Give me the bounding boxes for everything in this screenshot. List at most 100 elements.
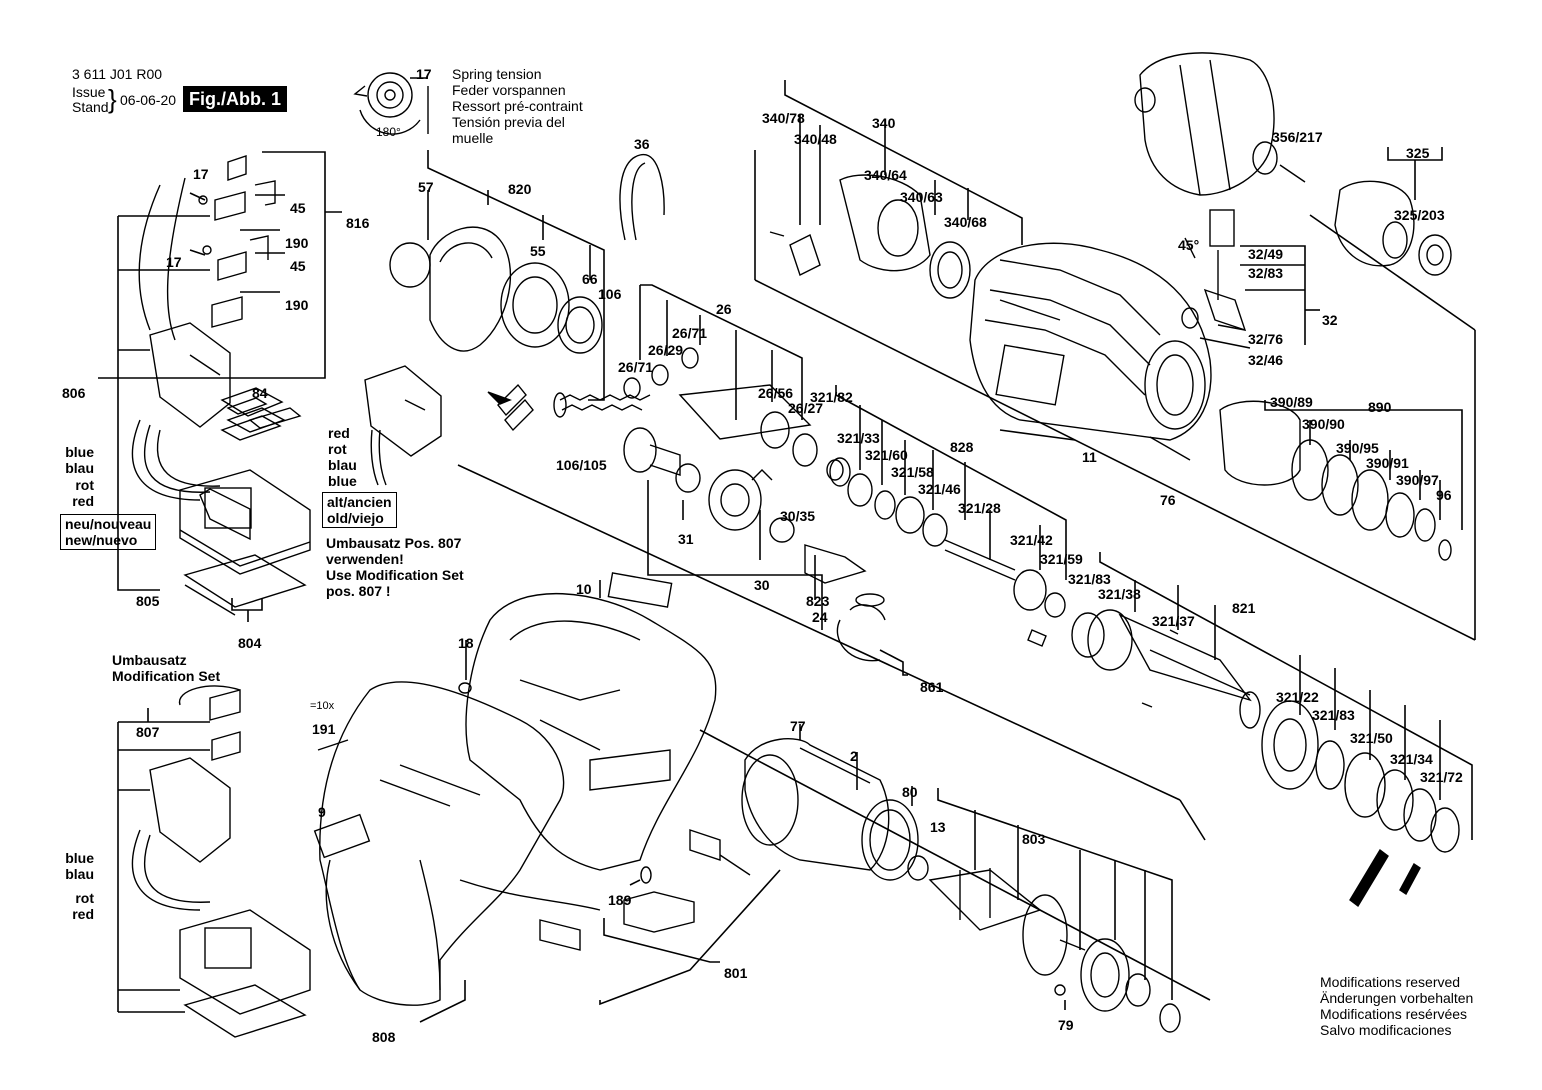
part-number-label: 26: [716, 301, 732, 317]
part-number-label: 190: [285, 297, 309, 313]
part-number-label: 26/56: [758, 385, 793, 401]
stand-label: Stand: [72, 99, 109, 115]
part-number-label: 390/89: [1270, 394, 1313, 410]
part-number-label: 321/34: [1390, 751, 1433, 767]
part-number-label: 18: [458, 635, 474, 651]
part-number-label: 36: [634, 136, 650, 152]
part-number-label: 321/83: [1312, 707, 1355, 723]
part-number-label: 321/33: [837, 430, 880, 446]
spring-note: Spring tension Feder vorspannen Ressort …: [452, 66, 583, 146]
part-number-label: 106/105: [556, 457, 607, 473]
modification-set-line: Umbausatz: [112, 652, 187, 668]
spring-17-icon: [202, 245, 212, 255]
part-number-label: 390/91: [1366, 455, 1409, 471]
part-number-label: 804: [238, 635, 262, 651]
part-number-label: 32/83: [1248, 265, 1283, 281]
part-number-label: 45: [290, 200, 306, 216]
spring-tension-icon: [353, 72, 429, 135]
modification-note-line: Use Modification Set: [326, 567, 464, 583]
wire-colors-old: red rot blau blue: [328, 425, 357, 489]
frame-lines: [457, 150, 1476, 1001]
part-number-label: 76: [1160, 492, 1176, 508]
part-number-label: 390/97: [1396, 472, 1439, 488]
old-version-line: alt/ancien: [327, 494, 392, 510]
piston-assembly-26: [623, 347, 844, 481]
part-number-label: 321/46: [918, 481, 961, 497]
new-version-line: neu/nouveau: [65, 516, 152, 532]
armature-803: [928, 868, 1181, 1033]
part-number-label: 30: [754, 577, 770, 593]
issue-bracket: }: [108, 84, 117, 114]
footer-notes: Modifications reserved Änderungen vorbeh…: [1320, 974, 1473, 1038]
old-switch-module: [364, 365, 442, 486]
part-number-label: 26/71: [618, 359, 653, 375]
part-number-label: 17: [193, 166, 209, 182]
part-number-label: 805: [136, 593, 160, 609]
callout-brackets-828: [835, 385, 1067, 580]
wire-color: blau: [65, 866, 94, 882]
tool-holder-890: [1219, 400, 1452, 561]
callout-brackets-803: [937, 788, 1173, 1010]
chuck-325: [1334, 180, 1452, 276]
part-number-label: 321/50: [1350, 730, 1393, 746]
wire-color: blau: [65, 460, 94, 476]
spring-note-line: Ressort pré-contraint: [452, 98, 583, 114]
callout-brackets-823: [647, 480, 908, 676]
callout-brackets-26: [639, 284, 803, 420]
modification-note-line: pos. 807 !: [326, 583, 391, 599]
part-number-label: 321/83: [1068, 571, 1111, 587]
callout-brackets-340: [784, 80, 1076, 441]
part-number-label: 340/64: [864, 167, 907, 183]
spring-note-line: Tensión previa del: [452, 114, 565, 130]
wire-color: blue: [65, 444, 94, 460]
clip-36: [619, 154, 665, 241]
issue-date: 06-06-20: [120, 92, 177, 108]
part-number-label: 190: [285, 235, 309, 251]
part-number-label: 32/46: [1248, 352, 1283, 368]
part-number-label: 321/59: [1040, 551, 1083, 567]
bearing-340: [769, 174, 971, 299]
part-number-label: 816: [346, 215, 370, 231]
part-number-label: 191: [312, 721, 336, 737]
modification-set-line: Modification Set: [112, 668, 221, 684]
part-number-label: 325: [1406, 145, 1430, 161]
part-number-label: 32: [1322, 312, 1338, 328]
wire-color: red: [328, 425, 350, 441]
wire-color: blue: [328, 473, 357, 489]
wire-color: rot: [75, 890, 94, 906]
issue-label: Issue: [72, 84, 106, 100]
gearbox-housing-11: [969, 242, 1212, 441]
callout-brackets-325: [1387, 147, 1443, 200]
part-number-label: 340/68: [944, 214, 987, 230]
spindle-828: [829, 457, 1066, 647]
part-number-label: 325/203: [1394, 207, 1445, 223]
screw-356-217: [1279, 164, 1306, 183]
wire-colors-mod: blue blau rot red: [64, 850, 94, 922]
part-number-label: 321/37: [1152, 613, 1195, 629]
wire-color: rot: [75, 477, 94, 493]
motor-housing-10: [458, 572, 751, 876]
qty-note: =10x: [310, 700, 335, 712]
part-number-label: 10: [576, 581, 592, 597]
wire-color: blue: [65, 850, 94, 866]
wire-color: red: [72, 906, 94, 922]
part-number-label: 356/217: [1272, 129, 1323, 145]
part-number-label: 321/72: [1420, 769, 1463, 785]
part-number-label: 820: [508, 181, 532, 197]
callout-brackets-808: [419, 869, 781, 1023]
part-number-label: 890: [1368, 399, 1392, 415]
part-number-label: 321/38: [1098, 586, 1141, 602]
part-number-label: 823: [806, 593, 830, 609]
spring-note-line: Spring tension: [452, 66, 542, 82]
part-number-label: 106: [598, 286, 622, 302]
part-number-label: 321/58: [891, 464, 934, 480]
part-number-label: 79: [1058, 1017, 1074, 1033]
wire-color: rot: [328, 441, 347, 457]
part-number-label: 2: [850, 748, 858, 764]
brush-holder-32: [1181, 209, 1247, 332]
modification-set-title: Umbausatz Modification Set: [112, 652, 220, 684]
part-number-label: 13: [930, 819, 946, 835]
